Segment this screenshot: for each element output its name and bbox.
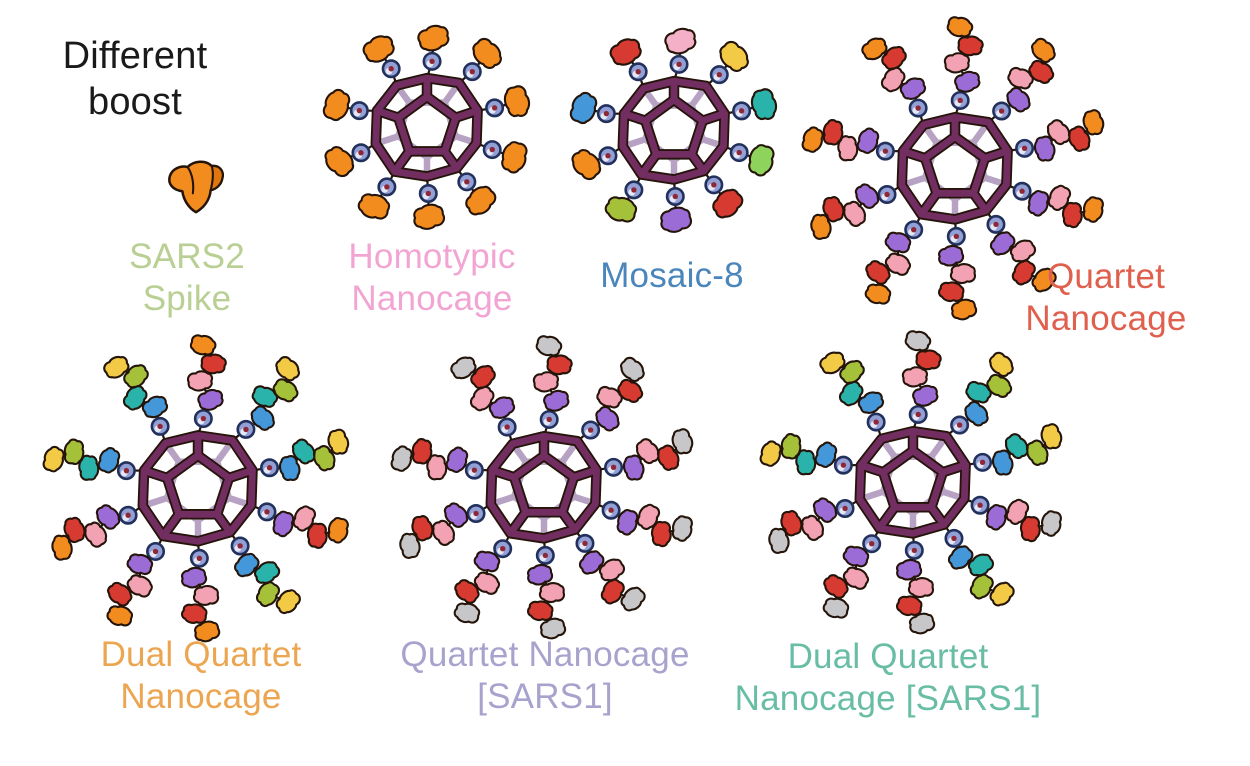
label-dual-quartet-nanocage: Dual Quartet Nanocage [100,635,302,716]
nanocage-figure-mosaic8 [569,27,778,233]
title-different-boost: Different boost [62,35,208,123]
label-quartet-nanocage-sars1: Quartet Nanocage [SARS1] [400,635,690,716]
nanocage-figure-quartet_sars1 [390,335,694,640]
nanocage-figure-dual_quartet [42,334,350,643]
nanocage-figure-dual_quartet_sars1 [759,330,1063,635]
label-dual-quartet-nanocage-sars1: Dual Quartet Nanocage [SARS1] [734,637,1042,718]
label-mosaic-8: Mosaic-8 [600,256,744,295]
nanocage-figure-homotypic [322,24,531,230]
label-homotypic-nanocage: Homotypic Nanocage [348,237,516,318]
label-sars2-spike: SARS2 Spike [129,237,245,318]
label-quartet-nanocage: Quartet Nanocage [1025,257,1187,338]
sars2-spike-icon [168,160,225,214]
nanocage-figure-quartet [801,16,1105,321]
